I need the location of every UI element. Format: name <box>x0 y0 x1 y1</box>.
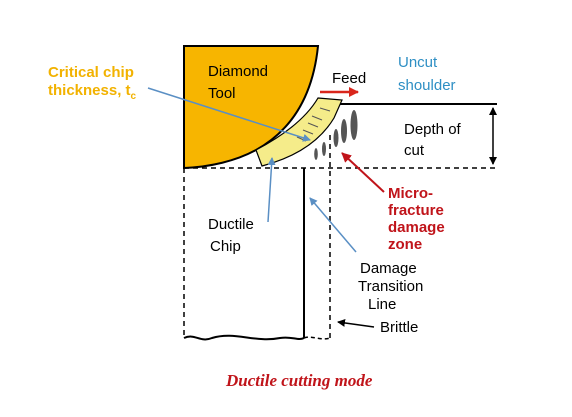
critical-chip-arrow <box>147 87 311 142</box>
damage-transition-line-label: Damage Transition Line <box>358 260 427 313</box>
uncut-shoulder-label: Uncut shoulder <box>398 54 456 94</box>
workpiece-bottom-right <box>303 336 331 340</box>
micro-fracture-label: Micro- fracture damage zone <box>388 185 449 253</box>
depth-of-cut-label: Depth of cut <box>404 121 465 159</box>
micro-fracture-arrow <box>341 152 385 193</box>
workpiece <box>183 103 497 341</box>
ductile-chip-arrow <box>267 157 276 223</box>
diamond-tool-label: Diamond Tool <box>208 63 272 102</box>
brittle-label: Brittle <box>380 319 418 336</box>
ductile-chip-label: Ductile Chip <box>208 216 258 255</box>
damage-transition-arrow <box>309 197 357 253</box>
ductile-chip-shape <box>255 97 343 167</box>
feed-label: Feed <box>332 70 366 87</box>
figure-caption: Ductile cutting mode <box>225 371 373 390</box>
critical-chip-thickness-label: Critical chip thickness, tc <box>48 64 138 102</box>
workpiece-bottom-break <box>183 334 305 341</box>
brittle-arrow <box>337 319 375 328</box>
micro-fracture-damage-marks <box>314 110 358 160</box>
